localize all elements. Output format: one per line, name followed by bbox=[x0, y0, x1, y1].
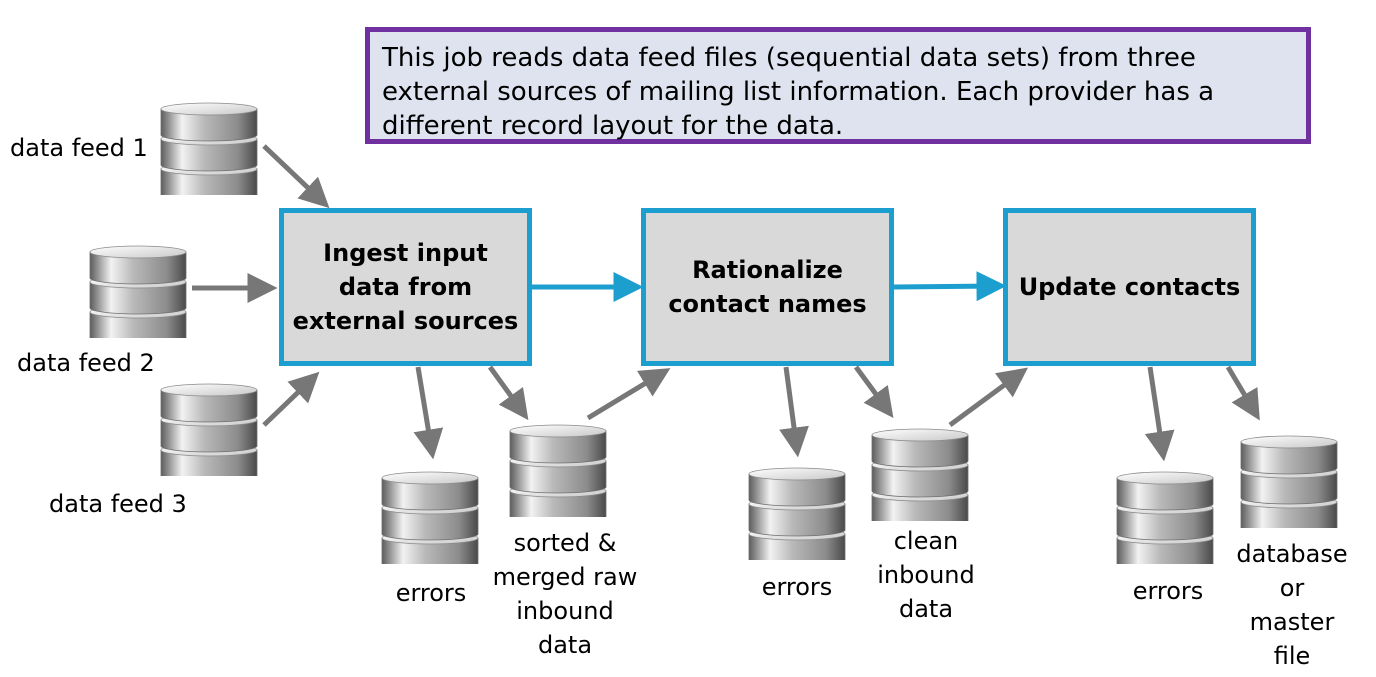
step-rationalize-label: Rationalize contact names bbox=[668, 256, 867, 318]
errors-3-label: errors bbox=[1132, 577, 1204, 605]
arrow-ingest-to-errors bbox=[413, 366, 444, 460]
data-feed-2-label: data feed 2 bbox=[17, 349, 155, 377]
job-description-note: This job reads data feed files (sequenti… bbox=[365, 27, 1311, 144]
sorted-merged-database-icon bbox=[508, 417, 608, 517]
errors-2-label: errors bbox=[761, 573, 833, 601]
step-ingest-input: Ingest input data from external sources bbox=[279, 208, 532, 366]
database-master-file-label: database or master file bbox=[1236, 540, 1348, 670]
step-rationalize-names: Rationalize contact names bbox=[641, 208, 894, 366]
arrow-rationalize-to-errors bbox=[779, 366, 809, 458]
errors-3-database-icon bbox=[1115, 464, 1215, 564]
arrow-update-to-database bbox=[1225, 365, 1260, 421]
arrow-clean-to-update bbox=[948, 367, 1029, 428]
arrow-update-to-errors bbox=[1144, 366, 1175, 462]
master-file-database-icon bbox=[1239, 428, 1339, 528]
step-update-label: Update contacts bbox=[1018, 273, 1241, 301]
clean-inbound-database-icon bbox=[870, 421, 970, 521]
job-description-text: This job reads data feed files (sequenti… bbox=[382, 43, 1215, 141]
data-feed-1-database-icon bbox=[159, 95, 259, 195]
step-ingest-label: Ingest input data from external sources bbox=[292, 239, 519, 335]
errors-1-label: errors bbox=[395, 579, 467, 607]
data-feed-3-label: data feed 3 bbox=[49, 490, 187, 518]
data-feed-1-label: data feed 1 bbox=[10, 134, 148, 162]
errors-2-database-icon bbox=[747, 460, 847, 560]
arrow-feed1-to-ingest bbox=[262, 144, 330, 209]
arrow-feed3-to-ingest bbox=[262, 371, 320, 427]
sorted-merged-label: sorted & merged raw inbound data bbox=[492, 529, 638, 659]
data-feed-3-database-icon bbox=[159, 376, 259, 476]
clean-inbound-label: clean inbound data bbox=[877, 527, 975, 623]
step-update-contacts: Update contacts bbox=[1003, 208, 1256, 366]
arrow-ingest-to-sorted bbox=[487, 365, 529, 421]
arrow-rationalize-to-update bbox=[893, 271, 1007, 302]
data-feed-2-database-icon bbox=[88, 238, 188, 338]
arrow-sorted-to-rationalize bbox=[586, 368, 671, 421]
errors-1-database-icon bbox=[380, 464, 480, 564]
arrow-rationalize-to-clean bbox=[853, 365, 894, 419]
